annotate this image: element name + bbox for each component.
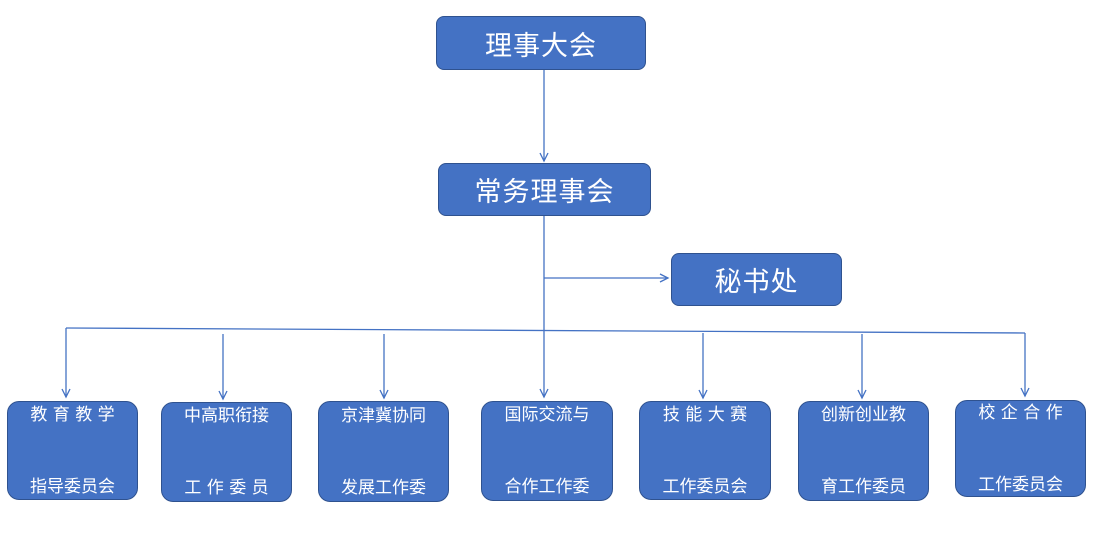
council-box: 理事大会 (436, 16, 646, 70)
committee-line2: 合作工作委 (504, 477, 590, 497)
committee-box: 教 育 教 学 指导委员会 (7, 401, 138, 500)
committee-line1: 校 企 合 作 (978, 402, 1063, 423)
committee-line1: 京津冀协同 (341, 405, 426, 426)
secretariat-box: 秘书处 (671, 253, 842, 306)
committee-line2: 育工作委员 (821, 477, 906, 497)
committee-box: 国际交流与 合作工作委 (481, 401, 613, 501)
committee-line2: 工作委员会 (978, 474, 1063, 495)
secretariat-label: 秘书处 (714, 267, 799, 298)
committee-box: 校 企 合 作 工作委员会 (955, 400, 1086, 497)
committee-line1: 中高职衔接 (184, 406, 269, 426)
council-label: 理事大会 (485, 30, 597, 62)
committee-box: 技 能 大 赛 工作委员会 (639, 401, 771, 500)
committee-box: 中高职衔接 工 作 委 员 (161, 402, 292, 502)
committee-box: 京津冀协同 发展工作委 (318, 401, 449, 502)
committee-line1: 技 能 大 赛 (662, 404, 748, 425)
committee-line1: 国际交流与 (504, 405, 590, 425)
committee-line1: 创新创业教 (821, 405, 906, 425)
committee-line1: 教 育 教 学 (30, 404, 115, 425)
committee-line2: 指导委员会 (30, 476, 115, 497)
committee-line2: 发展工作委 (341, 477, 426, 498)
committee-line2: 工作委员会 (662, 476, 748, 497)
standing-council-box: 常务理事会 (438, 163, 651, 216)
horizontal-bus (65, 327, 1026, 334)
committee-box: 创新创业教 育工作委员 (798, 401, 929, 501)
committee-line2: 工 作 委 员 (184, 478, 269, 498)
standing-council-label: 常务理事会 (474, 177, 615, 208)
